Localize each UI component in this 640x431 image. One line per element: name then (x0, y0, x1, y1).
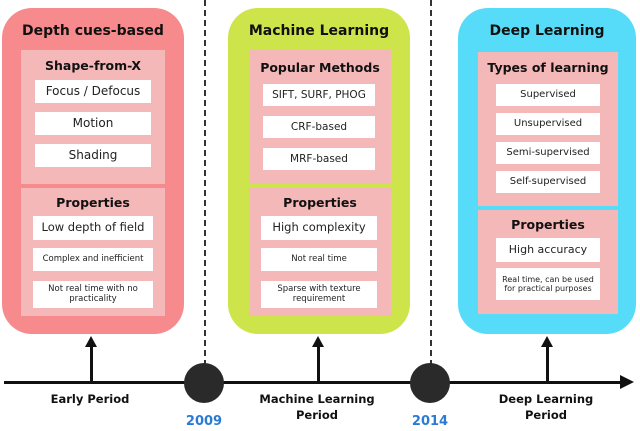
section-title: Shape-from-X (45, 58, 141, 73)
section-properties: Properties High complexity Not real time… (249, 188, 391, 316)
period-label-early: Early Period (30, 392, 150, 408)
item-low-depth: Low depth of field (33, 216, 153, 240)
item-mrf: MRF-based (263, 148, 375, 170)
arrow-stem-early (90, 346, 93, 382)
section-title: Properties (511, 217, 585, 232)
timeline-axis (4, 381, 622, 384)
separator-2009 (204, 0, 206, 366)
section-types-of-learning: Types of learning Supervised Unsupervise… (478, 52, 618, 206)
period-line2: Period (525, 407, 567, 422)
separator-2014 (430, 0, 432, 366)
column-machine-learning: Machine Learning Popular Methods SIFT, S… (228, 8, 410, 334)
section-shape-from-x: Shape-from-X Focus / Defocus Motion Shad… (21, 50, 165, 184)
period-line1: Early Period (50, 392, 130, 406)
period-line1: Machine Learning (259, 392, 375, 406)
milestone-2014-circle (410, 363, 450, 403)
item-focus-defocus: Focus / Defocus (35, 80, 151, 103)
item-not-real-time: Not real time (261, 248, 377, 271)
item-shading: Shading (35, 144, 151, 167)
arrow-up-icon (312, 336, 324, 347)
section-title: Properties (283, 195, 357, 210)
section-title: Types of learning (487, 60, 609, 75)
item-sift-surf: SIFT, SURF, PHOG (263, 84, 375, 106)
timeline-arrowhead-icon (620, 375, 634, 389)
item-not-real-time: Not real time with no practicality (33, 281, 153, 308)
arrow-stem-dl (546, 346, 549, 382)
item-unsupervised: Unsupervised (496, 113, 600, 135)
arrow-up-icon (85, 336, 97, 347)
period-line2: Period (296, 407, 338, 422)
arrow-up-icon (541, 336, 553, 347)
item-crf: CRF-based (263, 116, 375, 138)
column-title: Depth cues-based (22, 23, 164, 39)
item-sparse: Sparse with texture requirement (261, 281, 377, 308)
item-complex: Complex and inefficient (33, 248, 153, 271)
column-depth-cues: Depth cues-based Shape-from-X Focus / De… (2, 8, 184, 334)
year-label-2014: 2014 (411, 414, 449, 429)
item-high-complexity: High complexity (261, 216, 377, 240)
item-self-supervised: Self-supervised (496, 171, 600, 193)
arrow-stem-ml (317, 346, 320, 382)
item-motion: Motion (35, 112, 151, 135)
section-title: Properties (56, 195, 130, 210)
period-line1: Deep Learning (498, 392, 594, 406)
item-semi-supervised: Semi-supervised (496, 142, 600, 164)
column-title: Machine Learning (248, 23, 390, 39)
year-label-2009: 2009 (185, 414, 223, 429)
period-label-deep-learning: Deep Learning Period (486, 392, 606, 423)
period-label-machine-learning: Machine Learning Period (257, 392, 377, 423)
section-popular-methods: Popular Methods SIFT, SURF, PHOG CRF-bas… (249, 50, 391, 184)
milestone-2009-circle (184, 363, 224, 403)
column-title: Deep Learning (489, 23, 605, 39)
section-title: Popular Methods (260, 60, 380, 75)
column-deep-learning: Deep Learning Types of learning Supervis… (458, 8, 636, 334)
item-real-time-practical: Real time, can be used for practical pur… (496, 268, 600, 300)
item-supervised: Supervised (496, 84, 600, 106)
section-properties: Properties High accuracy Real time, can … (478, 210, 618, 314)
section-properties: Properties Low depth of field Complex an… (21, 188, 165, 316)
item-high-accuracy: High accuracy (496, 238, 600, 262)
